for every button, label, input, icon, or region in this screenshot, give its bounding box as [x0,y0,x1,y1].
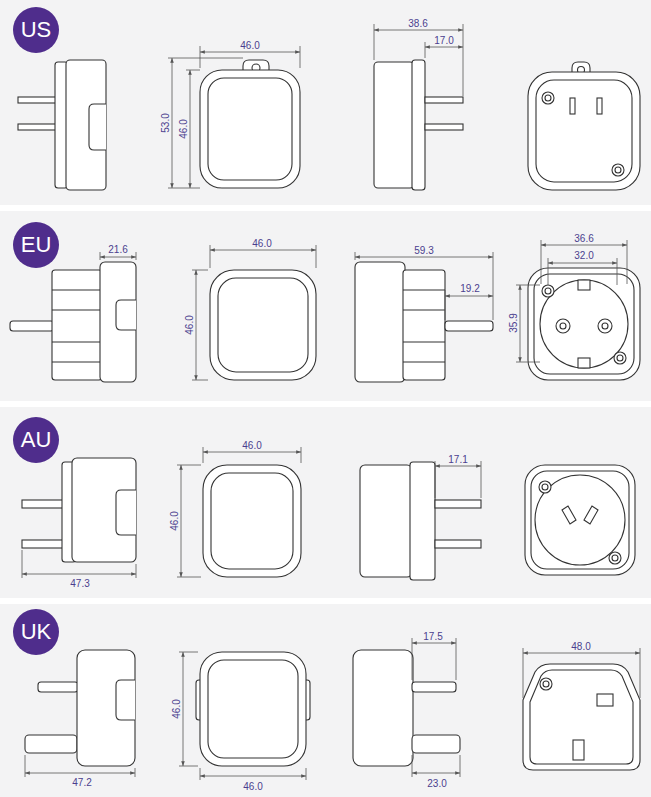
region-badge: US [13,7,59,53]
dimension-value: 17.1 [447,454,468,465]
dimension-value: 38.6 [407,18,428,29]
region-badge: EU [13,222,59,268]
region-code: EU [21,233,52,257]
dimension-value: 46.0 [178,118,189,139]
dimension-value: 17.5 [422,631,443,642]
dimension-value: 46.0 [239,40,260,51]
dimension-value: 46.0 [251,238,272,249]
dimension-value: 47.2 [71,777,92,788]
region-code: AU [21,428,52,452]
dimension-value: 46.0 [242,781,263,792]
dimension-value: 35.9 [508,312,519,333]
dimension-value: 59.3 [413,245,434,256]
dimension-value: 32.0 [573,250,594,261]
dimension-value: 48.0 [570,641,591,652]
dimension-value: 19.2 [459,283,480,294]
dimension-value: 53.0 [160,112,171,133]
region-badge: AU [13,417,59,463]
dimension-value: 46.0 [241,440,262,451]
dimension-value: 46.0 [169,510,180,531]
dimension-value: 21.6 [107,244,128,255]
region-code: US [21,18,52,42]
dimension-value: 23.0 [426,778,447,789]
dimension-value: 46.0 [184,314,195,335]
region-code: UK [21,620,52,644]
dimension-value: 17.0 [433,35,454,46]
dimension-value: 36.6 [573,233,594,244]
region-badge: UK [13,609,59,655]
dimension-value: 47.3 [69,578,90,589]
dimension-value: 46.0 [171,698,182,719]
